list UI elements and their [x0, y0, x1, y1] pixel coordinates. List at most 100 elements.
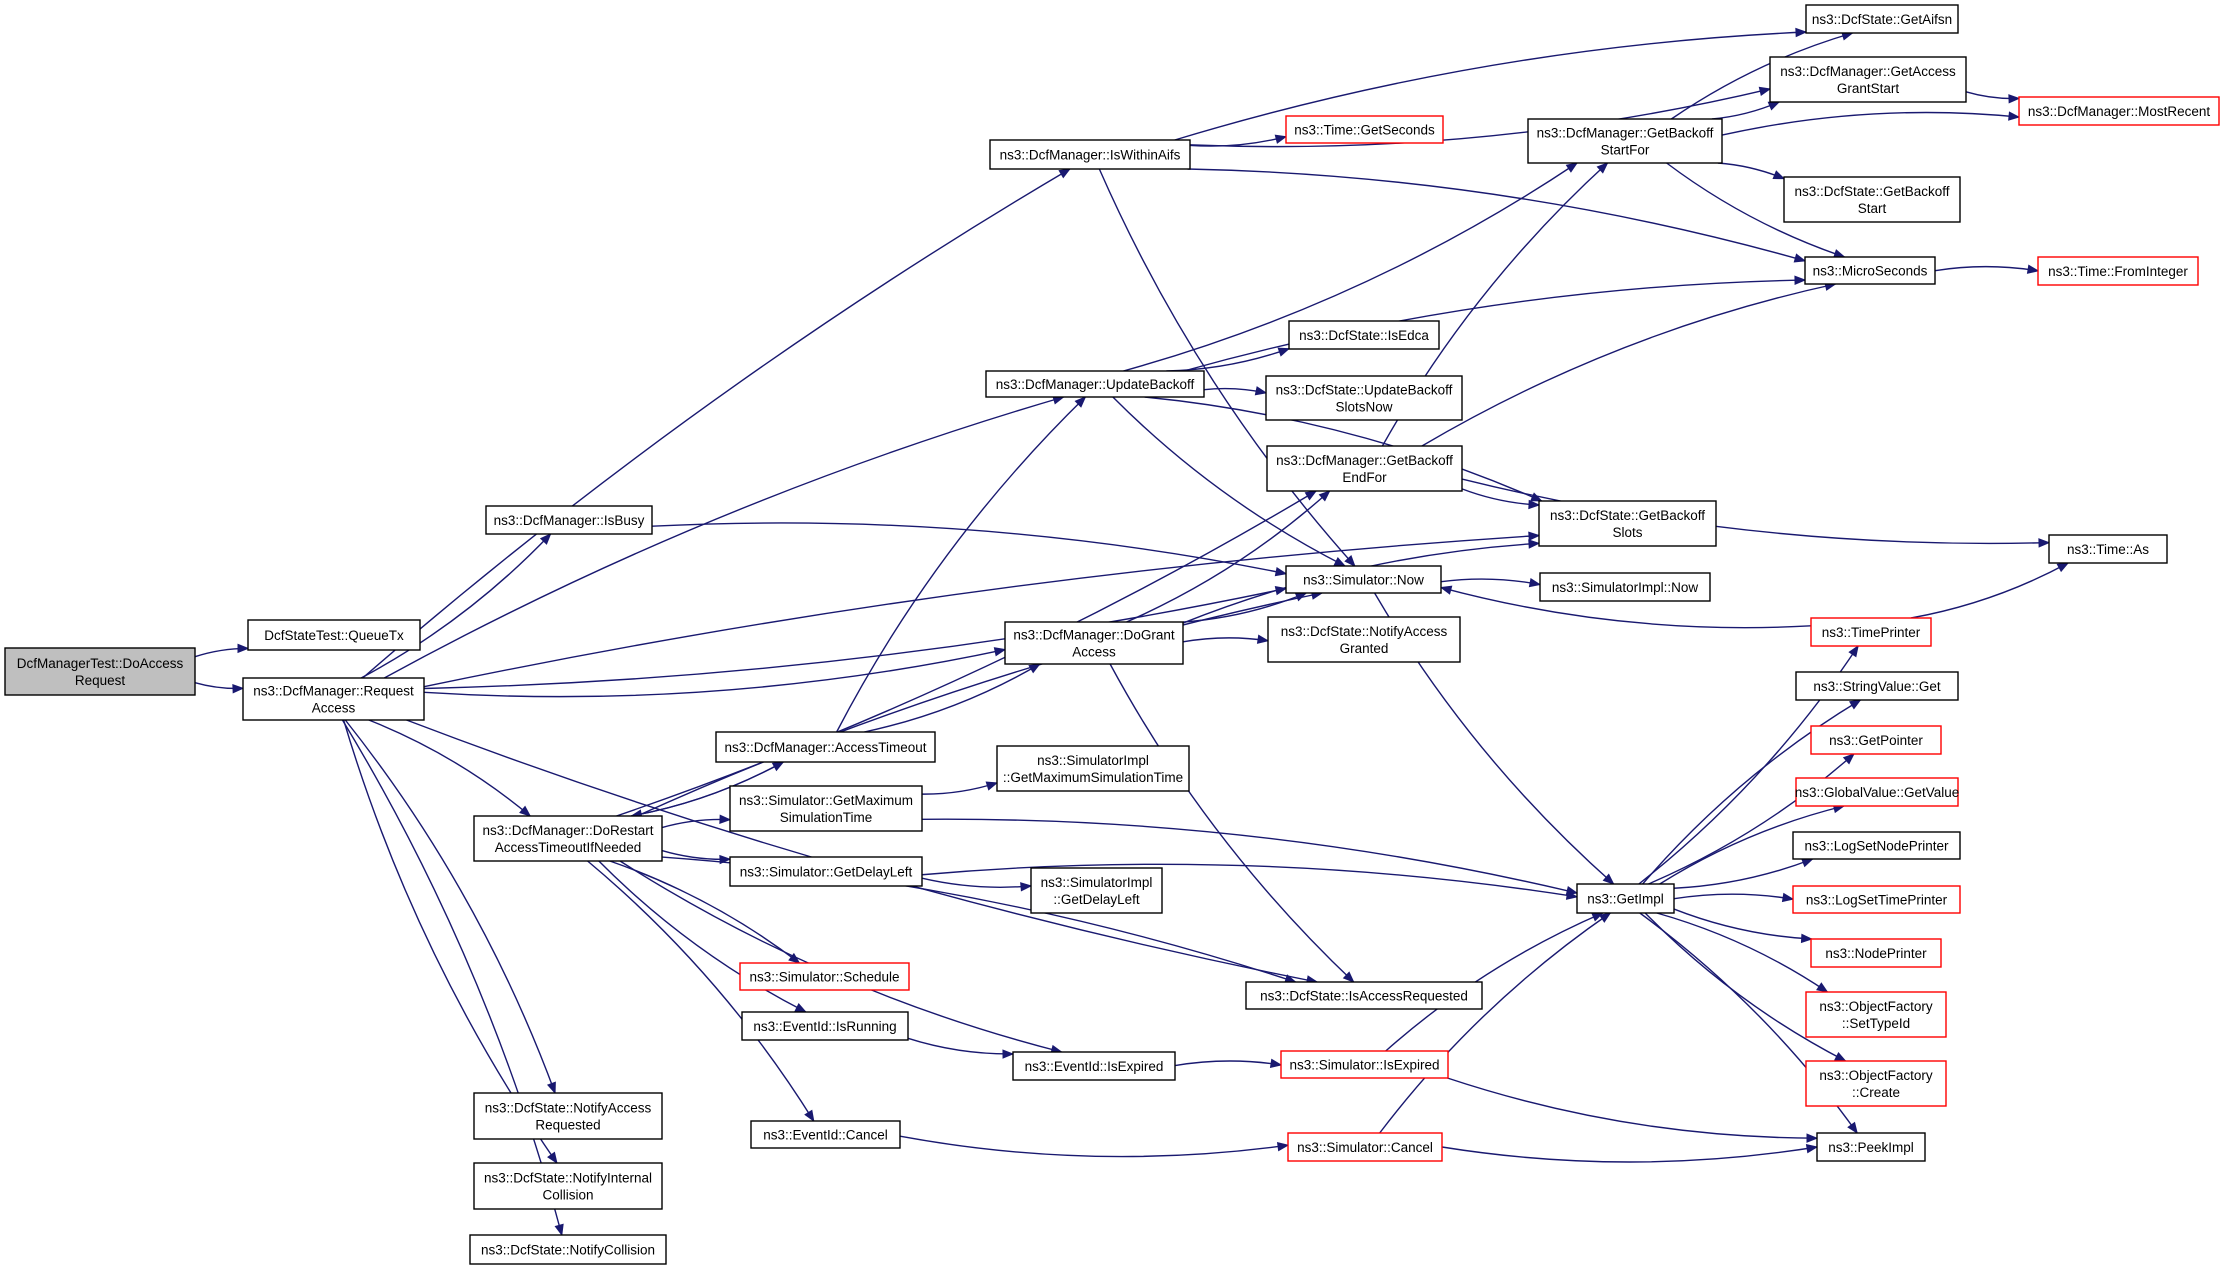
node-implmaxsim[interactable]: ns3::SimulatorImpl::GetMaximumSimulation… [996, 745, 1190, 792]
node-box[interactable] [1012, 1051, 1176, 1081]
node-box[interactable] [1527, 118, 1723, 164]
node-iswithinaifs[interactable]: ns3::DcfManager::IsWithinAifs [989, 139, 1191, 170]
node-box[interactable] [1004, 621, 1184, 665]
node-box[interactable] [1769, 56, 1967, 103]
node-box[interactable] [1795, 777, 1959, 807]
node-getpointer[interactable]: ns3::GetPointer [1810, 725, 1942, 755]
node-box[interactable] [1538, 500, 1717, 547]
node-box[interactable] [1805, 1060, 1947, 1107]
node-box[interactable] [1030, 867, 1163, 914]
node-accesstimeout[interactable]: ns3::DcfManager::AccessTimeout [715, 731, 936, 763]
node-box[interactable] [1783, 176, 1961, 223]
node-simnow[interactable]: ns3::Simulator::Now [1285, 565, 1442, 594]
node-microseconds[interactable]: ns3::MicroSeconds [1804, 256, 1936, 285]
node-queuetx[interactable]: DcfStateTest::QueueTx [247, 619, 421, 651]
node-box[interactable] [1266, 445, 1463, 492]
node-box[interactable] [985, 370, 1205, 398]
node-box[interactable] [1792, 831, 1961, 860]
node-box[interactable] [1795, 671, 1959, 701]
node-impldelayleft[interactable]: ns3::SimulatorImpl::GetDelayLeft [1030, 867, 1163, 914]
node-box[interactable] [2037, 256, 2199, 286]
node-notifycollision[interactable]: ns3::DcfState::NotifyCollision [469, 1234, 667, 1265]
node-box[interactable] [1816, 1132, 1926, 1162]
node-box[interactable] [247, 619, 421, 651]
node-box[interactable] [715, 731, 936, 763]
node-box[interactable] [473, 1162, 663, 1210]
node-getmaxsim[interactable]: ns3::Simulator::GetMaximumSimulationTime [729, 785, 923, 832]
node-simimplnow[interactable]: ns3::SimulatorImpl::Now [1539, 572, 1711, 602]
node-nodeprinter[interactable]: ns3::NodePrinter [1810, 938, 1942, 968]
node-getaifsn[interactable]: ns3::DcfState::GetAifsn [1805, 4, 1959, 34]
node-stringvalueget[interactable]: ns3::StringValue::Get [1795, 671, 1959, 701]
node-box[interactable] [1805, 4, 1959, 34]
node-box[interactable] [242, 677, 425, 721]
node-dorestart[interactable]: ns3::DcfManager::DoRestartAccessTimeoutI… [473, 815, 663, 862]
node-objsettypeid[interactable]: ns3::ObjectFactory::SetTypeId [1805, 991, 1947, 1038]
node-box[interactable] [1810, 725, 1942, 755]
node-getimpl[interactable]: ns3::GetImpl [1576, 883, 1675, 914]
node-mostrecent[interactable]: ns3::DcfManager::MostRecent [2018, 96, 2220, 126]
node-box[interactable] [473, 1092, 663, 1140]
node-isaccessreq[interactable]: ns3::DcfState::IsAccessRequested [1245, 981, 1483, 1010]
node-box[interactable] [741, 1011, 909, 1041]
node-logtimeprinter[interactable]: ns3::LogSetTimePrinter [1792, 885, 1961, 914]
node-box[interactable] [989, 139, 1191, 170]
node-isrunning[interactable]: ns3::EventId::IsRunning [741, 1011, 909, 1041]
node-globalvalueget[interactable]: ns3::GlobalValue::GetValue [1795, 777, 1960, 807]
node-box[interactable] [1265, 375, 1463, 421]
node-box[interactable] [1804, 256, 1936, 285]
node-box[interactable] [1287, 1132, 1443, 1162]
node-schedule[interactable]: ns3::Simulator::Schedule [739, 962, 910, 991]
node-box[interactable] [1267, 616, 1461, 663]
node-fromint[interactable]: ns3::Time::FromInteger [2037, 256, 2199, 286]
node-box[interactable] [1576, 883, 1675, 914]
node-box[interactable] [1805, 991, 1947, 1038]
node-getseconds[interactable]: ns3::Time::GetSeconds [1285, 115, 1444, 144]
node-box[interactable] [729, 785, 923, 832]
node-box[interactable] [1280, 1050, 1449, 1079]
node-eventisexpired[interactable]: ns3::EventId::IsExpired [1012, 1051, 1176, 1081]
node-box[interactable] [4, 647, 196, 696]
node-simisexpired[interactable]: ns3::Simulator::IsExpired [1280, 1050, 1449, 1079]
node-box[interactable] [1245, 981, 1483, 1010]
node-box[interactable] [1792, 885, 1961, 914]
node-box[interactable] [473, 815, 663, 862]
node-box[interactable] [739, 962, 910, 991]
node-box[interactable] [1285, 565, 1442, 594]
node-eventcancel[interactable]: ns3::EventId::Cancel [750, 1120, 901, 1149]
node-updatebackoff[interactable]: ns3::DcfManager::UpdateBackoff [985, 370, 1205, 398]
node-box[interactable] [996, 745, 1190, 792]
node-timeas[interactable]: ns3::Time::As [2048, 534, 2168, 564]
node-timeprinter[interactable]: ns3::TimePrinter [1810, 617, 1932, 647]
node-box[interactable] [1810, 938, 1942, 968]
node-peekimpl[interactable]: ns3::PeekImpl [1816, 1132, 1926, 1162]
node-isedca[interactable]: ns3::DcfState::IsEdca [1288, 320, 1440, 350]
node-box[interactable] [750, 1120, 901, 1149]
node-box[interactable] [1285, 115, 1444, 144]
node-box[interactable] [1810, 617, 1932, 647]
node-box[interactable] [1539, 572, 1711, 602]
node-box[interactable] [2048, 534, 2168, 564]
node-getdelayleft[interactable]: ns3::Simulator::GetDelayLeft [729, 856, 923, 887]
node-box[interactable] [2018, 96, 2220, 126]
node-simcancel[interactable]: ns3::Simulator::Cancel [1287, 1132, 1443, 1162]
node-box[interactable] [729, 856, 923, 887]
node-lognodeprinter[interactable]: ns3::LogSetNodePrinter [1792, 831, 1961, 860]
node-box[interactable] [485, 505, 653, 535]
node-isbusy[interactable]: ns3::DcfManager::IsBusy [485, 505, 653, 535]
node-box[interactable] [1288, 320, 1440, 350]
node-box[interactable] [469, 1234, 667, 1265]
node-objcreate[interactable]: ns3::ObjectFactory::Create [1805, 1060, 1947, 1107]
